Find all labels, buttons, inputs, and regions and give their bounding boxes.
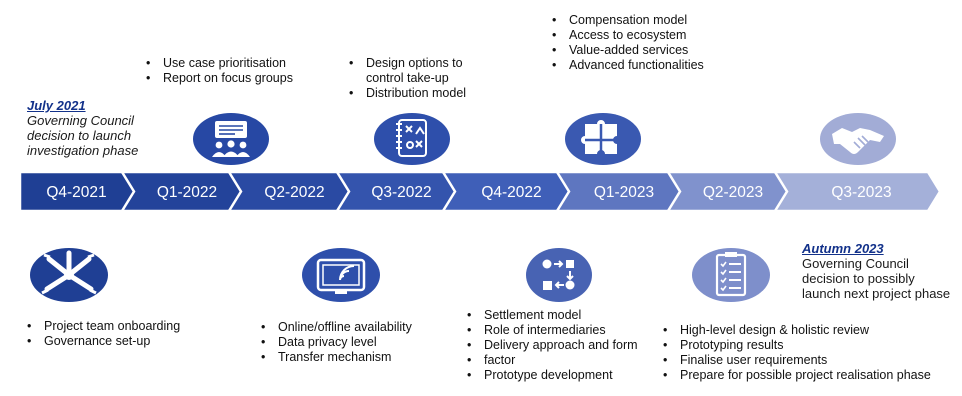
- timeline-quarter-label: Q3-2022: [371, 184, 431, 201]
- q3-2022-activities: Design options to control take-up Distri…: [346, 56, 466, 101]
- q4-2021-activities: Project team onboarding Governance set-u…: [24, 319, 180, 349]
- list-item: Settlement model: [464, 308, 638, 323]
- q2-2022-activities: Online/offline availability Data privacy…: [258, 320, 412, 365]
- q2-2023-activities: High-level design & holistic review Prot…: [660, 323, 931, 383]
- start-milestone-line: investigation phase: [27, 143, 139, 158]
- list-item: Prototype development: [464, 368, 638, 383]
- q1-2022-activities: Use case prioritisation Report on focus …: [143, 56, 293, 86]
- checklist-icon: [692, 248, 770, 302]
- timeline-quarter-label: Q3-2023: [831, 184, 891, 201]
- start-milestone-line: decision to launch: [27, 128, 132, 143]
- timeline-chevron-q3-2023: [772, 170, 942, 213]
- list-item: Role of intermediaries: [464, 323, 638, 338]
- list-item: Transfer mechanism: [258, 350, 412, 365]
- list-item: Use case prioritisation: [143, 56, 293, 71]
- hands-together-icon: [30, 248, 108, 302]
- timeline-quarter-label: Q4-2022: [481, 184, 541, 201]
- list-item: High-level design & holistic review: [660, 323, 931, 338]
- design-sketch-icon: [374, 113, 450, 165]
- list-item: Report on focus groups: [143, 71, 293, 86]
- puzzle-icon: [565, 113, 641, 165]
- list-item: Prototyping results: [660, 338, 931, 353]
- presentation-people-icon: [193, 113, 269, 165]
- list-item: Delivery approach and form: [464, 338, 638, 353]
- list-item: Distribution model: [346, 86, 466, 101]
- list-item: Design options to: [346, 56, 466, 71]
- list-item: control take-up: [346, 71, 466, 86]
- list-item: Data privacy level: [258, 335, 412, 350]
- timeline-quarter-label: Q4-2021: [46, 184, 106, 201]
- wireless-device-icon: [302, 248, 380, 302]
- list-item: Access to ecosystem: [549, 28, 704, 43]
- list-item: Project team onboarding: [24, 319, 180, 334]
- list-item: Value-added services: [549, 43, 704, 58]
- list-item: Advanced functionalities: [549, 58, 704, 73]
- end-milestone-line: decision to possibly: [802, 271, 915, 286]
- timeline-quarter-label: Q2-2022: [264, 184, 324, 201]
- end-milestone-date: Autumn 2023: [802, 241, 884, 256]
- end-milestone-note: Autumn 2023 Governing Council decision t…: [802, 241, 950, 301]
- list-item: Governance set-up: [24, 334, 180, 349]
- start-milestone-date: July 2021: [27, 98, 86, 113]
- timeline-quarter-label: Q2-2023: [703, 184, 763, 201]
- list-item-continuation: factor: [464, 353, 638, 368]
- timeline-quarter-label: Q1-2022: [157, 184, 217, 201]
- list-item-continuation-text: factor: [484, 353, 516, 367]
- list-item: Compensation model: [549, 13, 704, 28]
- start-milestone-note: July 2021 Governing Council decision to …: [27, 98, 138, 158]
- list-item: Finalise user requirements: [660, 353, 931, 368]
- handshake-icon: [820, 113, 896, 165]
- end-milestone-line: Governing Council: [802, 256, 909, 271]
- q1-2023-activities: Compensation model Access to ecosystem V…: [549, 13, 704, 73]
- flow-process-icon: [526, 248, 592, 302]
- timeline-quarter-label: Q1-2023: [594, 184, 654, 201]
- list-item: Prepare for possible project realisation…: [660, 368, 931, 383]
- list-item-continuation: control take-up: [366, 71, 449, 85]
- end-milestone-line: launch next project phase: [802, 286, 951, 301]
- list-item: Online/offline availability: [258, 320, 412, 335]
- start-milestone-line: Governing Council: [27, 113, 134, 128]
- q4-2022-activities: Settlement model Role of intermediaries …: [464, 308, 638, 383]
